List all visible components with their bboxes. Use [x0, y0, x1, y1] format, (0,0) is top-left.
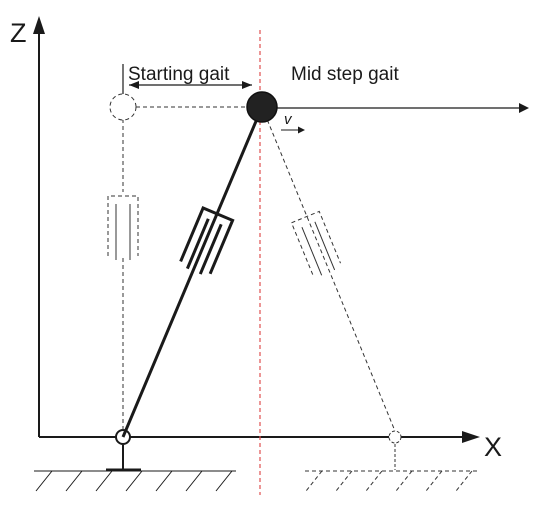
starting-gait-leg: [107, 93, 139, 430]
mid-step-gait-label: Mid step gait: [291, 64, 399, 85]
mid-step-leg: [121, 106, 264, 438]
right-foot: [388, 430, 402, 470]
starting-gait-mass: [109, 93, 137, 121]
x-axis-label: X: [484, 432, 502, 462]
velocity-label: v: [284, 111, 293, 128]
z-axis-label: Z: [10, 18, 27, 48]
ground-left: [34, 470, 236, 492]
next-step-leg: [261, 106, 396, 432]
z-axis: [33, 16, 45, 437]
body-mass: [246, 91, 278, 123]
starting-gait-dimension: [122, 64, 252, 94]
right-foot-pivot: [388, 430, 402, 444]
ground-right: [305, 470, 478, 492]
starting-gait-label: Starting gait: [128, 64, 230, 85]
